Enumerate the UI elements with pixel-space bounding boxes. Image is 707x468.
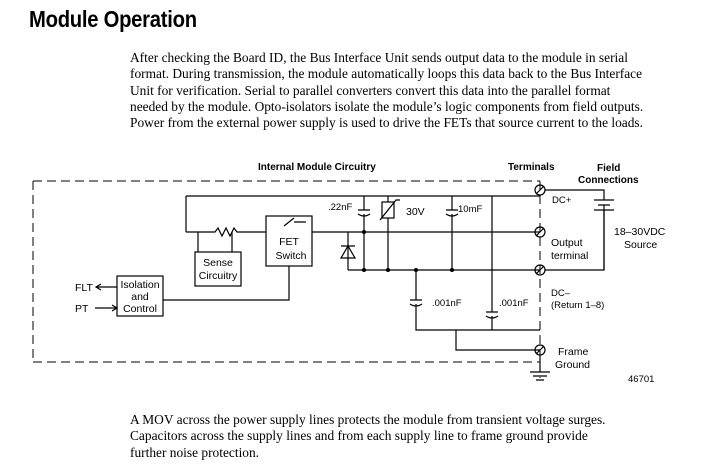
page-title: Module Operation xyxy=(29,6,197,32)
isolation-label-line2: and xyxy=(131,291,149,303)
terminal-output xyxy=(534,226,546,238)
intro-line: Unit for verification. Serial to paralle… xyxy=(130,82,611,98)
outro-line: A MOV across the power supply lines prot… xyxy=(130,412,606,427)
mov-symbol xyxy=(381,201,395,219)
outro-line: Capacitors across the supply lines and f… xyxy=(130,428,588,444)
header-internal-circuitry: Internal Module Circuitry xyxy=(258,162,376,173)
frame-label-line2: Ground xyxy=(555,359,590,371)
supply-label-line1: 18–30VDC xyxy=(614,226,666,238)
ground-symbol xyxy=(530,355,550,381)
isolation-control-box xyxy=(116,275,164,317)
header-field-line1: Field xyxy=(597,163,620,174)
sense-label-line1: Sense xyxy=(203,257,233,269)
mov-30v-label: 30V xyxy=(406,206,425,218)
return-label: (Return 1–8) xyxy=(551,300,604,311)
sense-circuitry-box xyxy=(194,251,242,287)
flt-label: FLT xyxy=(75,282,93,294)
isolation-label-line1: Isolation xyxy=(120,279,159,291)
outro-line: further noise protection. xyxy=(130,444,260,460)
supply-label-line2: Source xyxy=(624,239,657,251)
intro-line: After checking the Board ID, the Bus Int… xyxy=(130,50,628,65)
intro-paragraph: After checking the Board ID, the Bus Int… xyxy=(130,50,643,131)
fet-label-line1: FET xyxy=(279,236,299,248)
module-boundary xyxy=(32,180,541,378)
output-label-line2: terminal xyxy=(551,250,588,262)
isolation-label-line3: Control xyxy=(123,303,157,315)
dc-minus-label: DC– xyxy=(551,288,571,299)
fet-label-line2: Switch xyxy=(276,250,307,262)
figure-number: 46701 xyxy=(628,374,654,385)
intro-line: needed by the module. Opto-isolators iso… xyxy=(130,98,644,114)
cap-22nf-label: .22nF xyxy=(328,202,352,213)
cap-10mf-label: 10mF xyxy=(458,204,482,215)
intro-line: Power from the external power supply is … xyxy=(130,115,643,131)
outro-paragraph: A MOV across the power supply lines prot… xyxy=(130,412,606,461)
output-label-line1: Output xyxy=(551,237,583,249)
cap-001nf-b-label: .001nF xyxy=(499,298,529,309)
header-field-line2: Connections xyxy=(578,175,639,186)
cap-001nf-a-label: .001nF xyxy=(432,298,462,309)
dc-plus-label: DC+ xyxy=(552,195,572,206)
intro-line: format. During transmission, the module … xyxy=(130,66,643,82)
pt-label: PT xyxy=(75,303,89,315)
frame-label-line1: Frame xyxy=(558,346,588,358)
sense-label-line2: Circuitry xyxy=(199,270,238,282)
header-terminals: Terminals xyxy=(508,162,555,173)
